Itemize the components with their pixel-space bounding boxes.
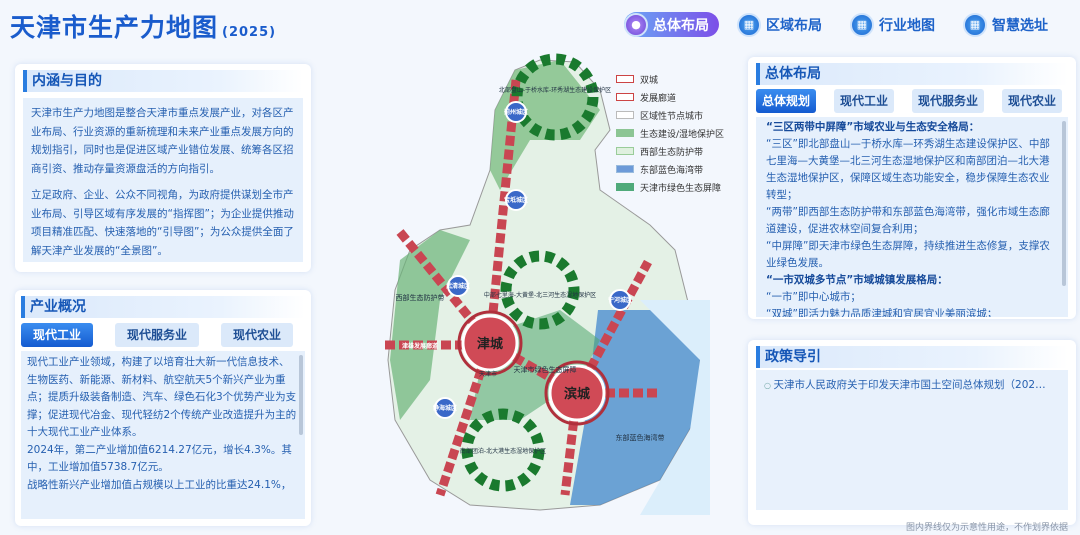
map-legend: 双城 发展廊道 区域性节点城市 生态建设/湿地保护区 西部生态防护带 东部蓝色海…: [616, 70, 724, 196]
map-icon: ▦: [737, 12, 761, 37]
south-zone-ring: [461, 408, 545, 492]
person-pin-icon: ●: [624, 12, 648, 37]
corridor-w-label: 津雄发展廊道: [402, 342, 438, 350]
node-jinghai: 静海城区: [433, 404, 457, 412]
tab-overall-plan[interactable]: 总体规划: [756, 89, 817, 113]
node-wuqing: 武清城区: [446, 282, 470, 290]
legend-item: 发展廊道: [616, 88, 724, 106]
east-belt-label: 东部蓝色海湾带: [616, 433, 665, 442]
layout-text: “三区”即北部盘山—于桥水库—环秀湖生态建设保护区、中部七里海—大黄堡—北三河生…: [766, 138, 1050, 201]
policy-title: 政策导引: [756, 346, 1068, 368]
legend-item: 生态建设/湿地保护区: [616, 124, 724, 142]
west-belt-swatch-icon: [616, 147, 634, 155]
tianjin-map: 蓟州城区 宝坻城区 武清城区 宁河城区 静海城区 津雄发展廊道 津城 滨城 北部…: [385, 53, 710, 515]
sea: [640, 300, 710, 515]
intro-paragraph: 立足政府、企业、公众不同视角，为政府提供谋划全市产业布局、引导区域有序发展的“指…: [31, 189, 294, 257]
node-baodi: 宝坻城区: [504, 196, 528, 204]
intro-paragraph: 天津市生产力地图是整合天津市重点发展产业，对各区产业布局、行业资源的重新梳理和未…: [31, 107, 294, 175]
binhai-label: 滨城: [564, 386, 590, 402]
west-belt-label: 西部生态防护带: [396, 293, 445, 302]
nav-overall-layout[interactable]: ●总体布局: [624, 12, 719, 37]
nav-regional-layout[interactable]: ▦区域布局: [737, 12, 832, 37]
tab-modern-service[interactable]: 现代服务业: [912, 89, 985, 113]
layout-heading: “一市双城多节点”市域城镇发展格局：: [766, 274, 948, 286]
east-bay-sea: [570, 310, 700, 505]
layout-panel: 总体布局 总体规划 现代工业 现代服务业 现代农业 “三区两带中屏障”市域农业与…: [748, 57, 1076, 319]
nav-smart-site[interactable]: ▦智慧选址: [963, 12, 1058, 37]
tab-modern-service[interactable]: 现代服务业: [115, 323, 200, 347]
bullet-icon: ○: [764, 381, 774, 390]
corridor-northeast: [573, 259, 652, 396]
layout-title: 总体布局: [756, 63, 1068, 85]
twin-city-markers: [457, 310, 610, 426]
node-jizhou: 蓟州城区: [503, 108, 528, 116]
layout-heading: “三区两带中屏障”市域农业与生态安全格局：: [766, 121, 980, 133]
legend-item: 天津市绿色生态屏障: [616, 178, 724, 196]
node-ninghe: 宁河城区: [608, 296, 632, 304]
tab-modern-agriculture[interactable]: 现代农业: [1002, 89, 1063, 113]
layout-text: “中屏障”即天津市绿色生态屏障，持续推进生态修复，支撑农业绿色发展。: [766, 240, 1050, 269]
twin-city-swatch-icon: [616, 75, 634, 83]
legend-item: 东部蓝色海湾带: [616, 160, 724, 178]
map-icon: ▦: [850, 12, 874, 37]
corridor-south-west: [435, 341, 495, 497]
overview-panel: 产业概况 现代工业 现代服务业 现代农业 现代工业产业领域，构建了以培育壮大新一…: [15, 290, 311, 526]
page-title: 天津市生产力地图(2025): [10, 13, 277, 42]
tab-modern-agriculture[interactable]: 现代农业: [221, 323, 294, 347]
north-zone-label: 北部盘山-于桥水库-环秀湖生态建设保护区: [499, 86, 611, 94]
tab-modern-industry[interactable]: 现代工业: [21, 323, 94, 347]
intro-panel: 内涵与目的 天津市生产力地图是整合天津市重点发展产业，对各区产业布局、行业资源的…: [15, 64, 311, 272]
tab-modern-industry[interactable]: 现代工业: [834, 89, 895, 113]
north-zone-ring: [511, 53, 599, 141]
policy-panel: 政策导引 ○ 天津市人民政府关于印发天津市国土空间总体规划（202…: [748, 340, 1076, 525]
intro-title: 内涵与目的: [23, 70, 303, 92]
policy-item[interactable]: ○ 天津市人民政府关于印发天津市国土空间总体规划（202…: [764, 379, 1046, 391]
scrollbar[interactable]: [299, 355, 303, 435]
layout-text: “一市”即中心城市；: [766, 291, 861, 303]
overview-text: 现代工业产业领域，构建了以培育壮大新一代信息技术、生物医药、新能源、新材料、航空…: [27, 356, 297, 438]
layout-text: “两带”即西部生态防护带和东部蓝色海湾带，强化市域生态廊道建设，促进农林空间复合…: [766, 206, 1050, 235]
layout-text: “双城”即活力魅力品质津城和宜居宜业美丽滨城；: [766, 308, 998, 317]
east-belt-swatch-icon: [616, 165, 634, 173]
map-disclaimer: 图内界线仅为示意性用途，不作划界依据: [905, 523, 1068, 533]
eco-zone-swatch-icon: [616, 129, 634, 137]
jincheng-label: 津城: [477, 336, 503, 352]
nav-industry-map[interactable]: ▦行业地图: [850, 12, 945, 37]
overview-title: 产业概况: [21, 296, 305, 318]
tianjin-label: 天津市: [479, 370, 497, 378]
legend-item: 区域性节点城市: [616, 106, 724, 124]
barrier-swatch-icon: [616, 183, 634, 191]
mid-zone-ring: [500, 250, 580, 330]
west-belt-area: [390, 230, 470, 420]
scrollbar[interactable]: [1062, 121, 1066, 286]
green-barrier-label: 天津市绿色生态屏障: [514, 365, 577, 374]
legend-item: 双城: [616, 70, 724, 88]
main-nav: ●总体布局 ▦区域布局 ▦行业地图 ▦智慧选址: [624, 12, 1076, 37]
legend-item: 西部生态防护带: [616, 142, 724, 160]
mid-zone-label: 中部七里海-大黄堡-北三河生态湿地保护区: [484, 291, 596, 299]
overview-text: 2024年，第二产业增加值6214.27亿元，增长4.3%。其中，工业增加值57…: [27, 443, 292, 474]
overview-text: 战略性新兴产业增加值占规模以上工业的比重达24.1%，: [27, 478, 292, 491]
corridor-swatch-icon: [616, 93, 634, 101]
map-icon: ▦: [963, 12, 987, 37]
node-swatch-icon: [616, 111, 634, 119]
south-zone-label: 南部团泊-北大港生态湿地保护区: [460, 447, 546, 455]
corridor-north: [485, 79, 521, 344]
